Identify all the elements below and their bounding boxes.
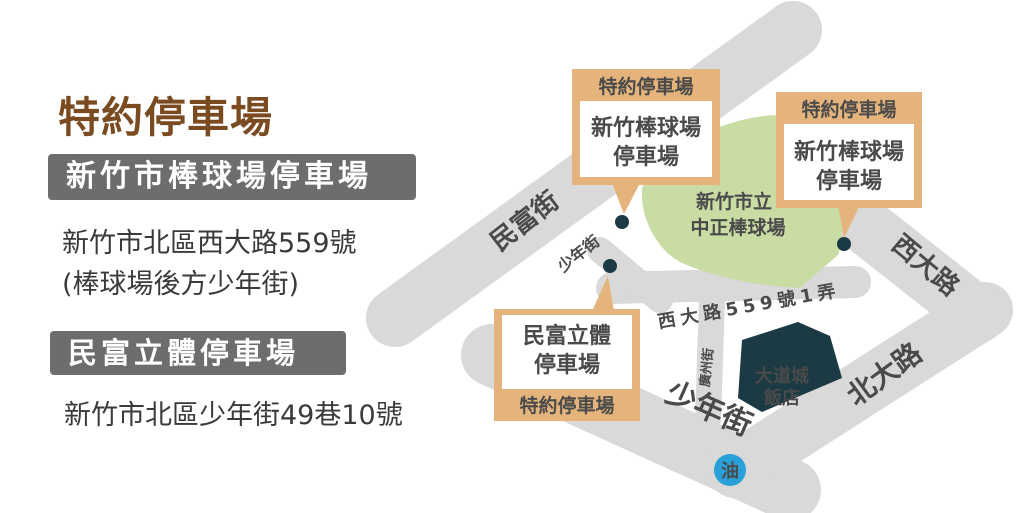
- lot-address-baseball-line2: (棒球場後方少年街): [62, 269, 300, 300]
- lot-address-minfu: 新竹市北區少年街49巷10號: [64, 400, 403, 431]
- parking-pin-3: [603, 259, 617, 273]
- callout-2-body-line2: 停車場: [816, 168, 882, 194]
- callout-2-header: 特約停車場: [801, 98, 896, 121]
- callout-minfu: 民富立體 停車場 特約停車場: [494, 276, 640, 421]
- road-beida-road: [707, 282, 1013, 498]
- gas-station-label: 油: [721, 460, 739, 482]
- callout-baseball-left: 特約停車場 新竹棒球場 停車場: [572, 69, 720, 214]
- callout-2-body-line1: 新竹棒球場: [794, 139, 904, 165]
- hotel-label-line2: 飯店: [763, 387, 800, 409]
- road-guangzhou-street: [695, 287, 725, 433]
- road-label-guangzhou: 廣州街: [697, 347, 717, 387]
- lot-address-baseball-line1: 新竹市北區西大路559號: [62, 228, 357, 259]
- callout-1-header: 特約停車場: [598, 75, 693, 98]
- callout-3-body-line2: 停車場: [534, 352, 600, 378]
- callout-1-body-line1: 新竹棒球場: [591, 115, 701, 141]
- callout-3-body-line1: 民富立體: [523, 323, 611, 349]
- lot-name-baseball: 新竹市棒球場停車場: [48, 154, 416, 200]
- callout-baseball-right: 特約停車場 新竹棒球場 停車場: [776, 92, 922, 238]
- parking-pin-2: [837, 237, 851, 251]
- callout-1-body-line2: 停車場: [613, 144, 679, 170]
- road-xida-road: [817, 182, 1006, 343]
- lot-name-minfu: 民富立體停車場: [50, 331, 346, 375]
- callout-3-header: 特約停車場: [519, 394, 614, 417]
- road-shaonian-small: [587, 237, 673, 313]
- parking-pin-1: [615, 215, 629, 229]
- stadium-label-line2: 中正棒球場: [690, 216, 785, 239]
- gas-station-icon: [714, 454, 746, 486]
- hotel-block: [738, 322, 842, 412]
- page-title: 特約停車場: [58, 93, 274, 142]
- hotel-label-line1: 大道城: [755, 365, 809, 387]
- stadium-label-line1: 新竹市立: [696, 190, 772, 213]
